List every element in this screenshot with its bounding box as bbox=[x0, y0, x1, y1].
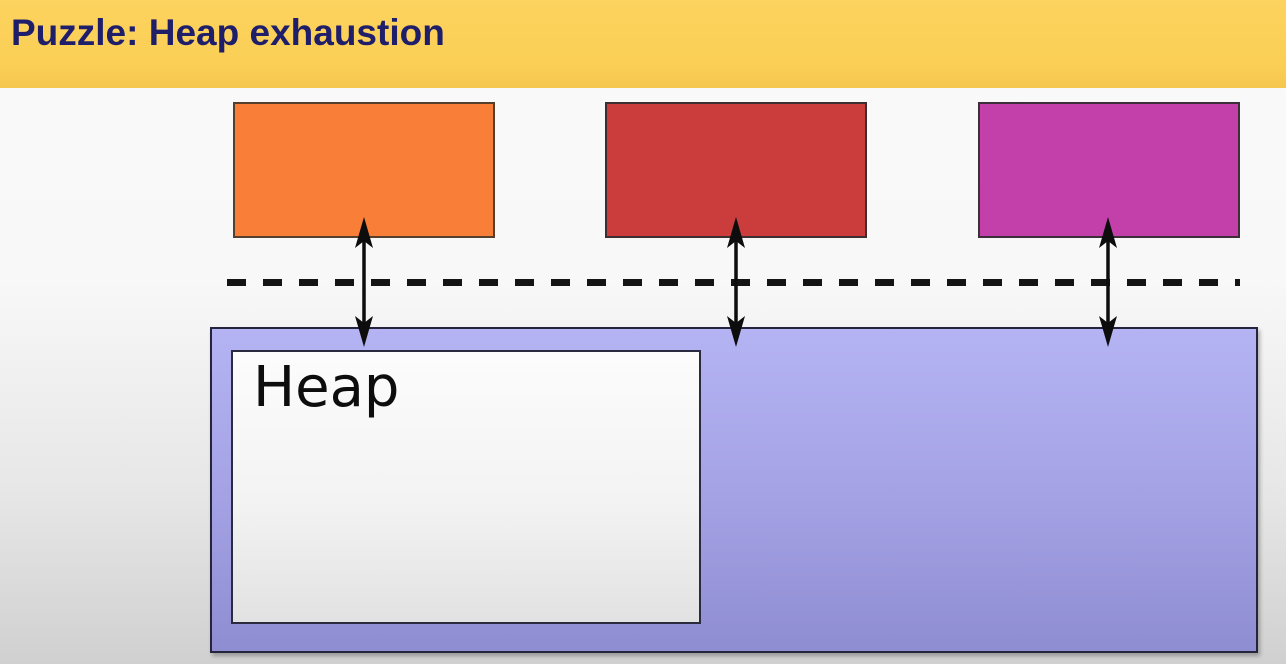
double-arrow-icon-magenta bbox=[1099, 217, 1117, 347]
process-block-red bbox=[605, 102, 867, 238]
double-arrow-icon-orange bbox=[355, 217, 373, 347]
boundary-dashed-line bbox=[227, 279, 1240, 286]
heap-box: Heap bbox=[231, 350, 701, 624]
heap-label: Heap bbox=[253, 355, 400, 420]
double-arrow-icon-red bbox=[727, 217, 745, 347]
process-block-orange bbox=[233, 102, 495, 238]
slide-header: Puzzle: Heap exhaustion bbox=[0, 0, 1286, 88]
slide-title: Puzzle: Heap exhaustion bbox=[11, 12, 445, 53]
heap-region: Heap bbox=[210, 327, 1258, 653]
